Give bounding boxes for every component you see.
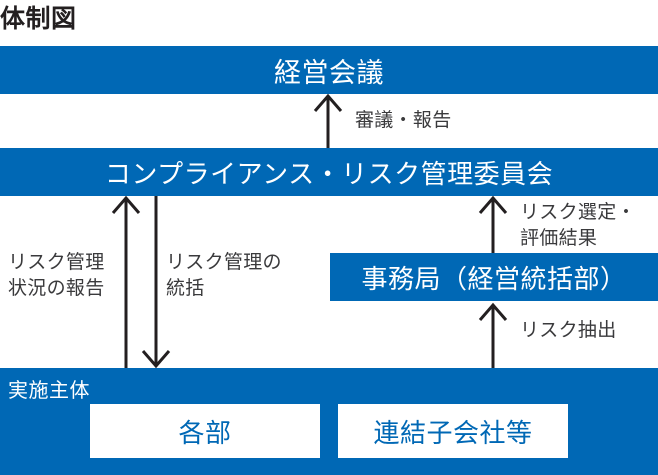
connector-label-risk-selection-result: リスク選定・ 評価結果 [520,202,636,249]
arrow-implementation-to-secretariat [478,302,508,368]
connector-label-risk-supervision: リスク管理の 統括 [166,252,282,299]
arrow-committee-to-management-meeting [313,93,343,148]
arrow-secretariat-to-committee [478,195,508,253]
connector-label-risk-extraction: リスク抽出 [520,320,617,341]
node-subsidiaries: 連結子会社等 [338,404,568,458]
connector-label-risk-status-report: リスク管理 状況の報告 [8,252,105,299]
node-departments: 各部 [90,404,320,458]
node-secretariat: 事務局（経営統括部） [330,253,658,301]
connector-label-deliberation-report: 審議・報告 [355,110,452,131]
node-management-meeting: 経営会議 [0,46,658,94]
page-title: 体制図 [0,5,77,33]
node-implementation-group-label: 実施主体 [8,380,90,402]
node-compliance-risk-committee: コンプライアンス・リスク管理委員会 [0,148,658,196]
arrow-implementation-to-committee [111,195,141,368]
